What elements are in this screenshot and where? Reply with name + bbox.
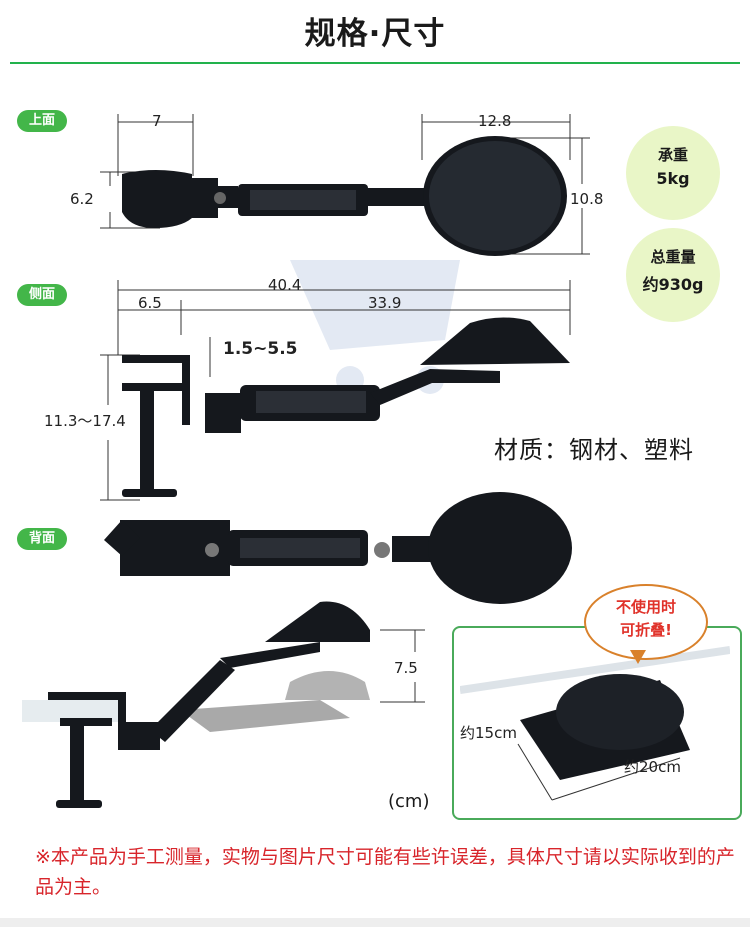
fold-callout-tail bbox=[630, 650, 646, 664]
dim-clamp-offset: 6.5 bbox=[138, 294, 162, 312]
dim-folded-width: 约20cm bbox=[624, 758, 681, 776]
view-tag-back: 背面 bbox=[17, 528, 68, 550]
dim-total-length: 40.4 bbox=[268, 276, 302, 294]
fold-callout-text: 不使用时 可折叠! bbox=[584, 596, 708, 642]
dim-clamp-depth: 6.2 bbox=[70, 190, 94, 208]
measurement-disclaimer: ※本产品为手工测量，实物与图片尺寸可能有些许误差，具体尺寸请以实际收到的产品为主… bbox=[35, 846, 735, 898]
side-view-drawing bbox=[100, 280, 571, 501]
top-view-drawing bbox=[100, 114, 590, 256]
dim-clamp-width: 7 bbox=[152, 112, 162, 130]
title-divider bbox=[10, 62, 740, 64]
load-capacity-badge: 承重 5kg bbox=[626, 126, 720, 220]
material-text: 材质：钢材、塑料 bbox=[494, 436, 694, 464]
bottom-divider bbox=[0, 918, 750, 927]
view-tag-top: 上面 bbox=[17, 110, 68, 132]
fold-callout-line2: 可折叠! bbox=[620, 621, 672, 639]
back-view-drawing bbox=[104, 492, 572, 604]
total-weight-badge: 总重量 约930g bbox=[626, 228, 720, 322]
fold-callout-line1: 不使用时 bbox=[615, 598, 676, 616]
page-title: 规格·尺寸 bbox=[304, 16, 446, 52]
dim-pad-lift: 7.5 bbox=[394, 659, 418, 677]
dim-folded-depth: 约15cm bbox=[460, 724, 517, 742]
unit-label: (cm) bbox=[388, 791, 430, 812]
load-capacity-label: 承重 bbox=[657, 146, 688, 164]
total-weight-label: 总重量 bbox=[650, 248, 696, 266]
total-weight-value: 约930g bbox=[642, 275, 704, 294]
dim-pad-depth: 10.8 bbox=[570, 190, 604, 208]
pad-lift-drawing bbox=[22, 601, 425, 808]
dim-height-adjust: 1.5~5.5 bbox=[223, 339, 298, 359]
dim-arm-length: 33.9 bbox=[368, 294, 402, 312]
dim-clamp-opening: 11.3～17.4 bbox=[44, 412, 126, 430]
load-capacity-value: 5kg bbox=[656, 169, 690, 188]
folded-product-icon bbox=[460, 646, 730, 801]
fold-callout-bubble bbox=[584, 584, 708, 660]
dim-pad-width: 12.8 bbox=[478, 112, 512, 130]
view-tag-side: 侧面 bbox=[17, 284, 68, 306]
